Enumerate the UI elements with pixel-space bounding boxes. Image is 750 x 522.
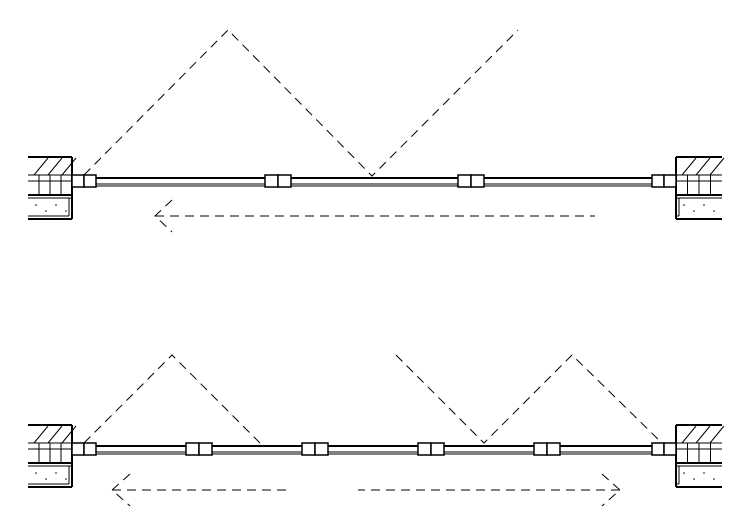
concrete-dot	[683, 472, 685, 474]
frame-mullion	[533, 442, 548, 456]
left-wall	[28, 156, 77, 220]
frame-mullion	[185, 442, 200, 456]
concrete-dot	[683, 204, 685, 206]
concrete-dot	[713, 478, 715, 480]
hatch-line	[47, 157, 63, 176]
hatch-line	[61, 157, 77, 176]
swing-path	[83, 354, 263, 446]
left-wall	[28, 424, 77, 488]
right-wall	[675, 424, 725, 488]
hatch-line	[33, 425, 49, 444]
frame-mullion	[663, 442, 677, 456]
arrow-head	[154, 199, 173, 233]
concrete-dot	[45, 210, 47, 212]
concrete-dot	[693, 478, 695, 480]
hatch-line	[681, 425, 697, 444]
hatch-line	[47, 425, 63, 444]
swing-path	[395, 354, 663, 444]
concrete-dot	[35, 204, 37, 206]
concrete-dot	[713, 210, 715, 212]
hatch-line	[695, 425, 711, 444]
frame-mullion	[663, 174, 677, 188]
frame-mullion	[314, 442, 329, 456]
concrete-dot	[65, 210, 67, 212]
concrete-dot	[35, 472, 37, 474]
frame-mullion	[546, 442, 561, 456]
arrow-head	[601, 473, 621, 507]
frame-mullion	[264, 174, 279, 188]
window-plan-1	[28, 354, 725, 507]
concrete-dot	[45, 478, 47, 480]
hatch-line	[61, 425, 77, 444]
hatch-line	[709, 425, 725, 444]
frame-mullion	[83, 442, 97, 456]
concrete-dot	[55, 204, 57, 206]
frame-mullion	[430, 442, 445, 456]
concrete-dot	[65, 478, 67, 480]
frame-mullion	[301, 442, 316, 456]
concrete-dot	[693, 210, 695, 212]
hatch-line	[709, 157, 725, 176]
concrete-dot	[703, 472, 705, 474]
right-wall	[675, 156, 725, 220]
frame-mullion	[457, 174, 472, 188]
hatch-line	[33, 157, 49, 176]
frame-mullion	[470, 174, 485, 188]
concrete-dot	[55, 472, 57, 474]
frame-mullion	[198, 442, 213, 456]
frame-mullion	[71, 442, 85, 456]
frame-mullion	[83, 174, 97, 188]
frame-mullion	[651, 442, 665, 456]
frame-mullion	[417, 442, 432, 456]
window-plan-0	[28, 29, 725, 233]
concrete-dot	[703, 204, 705, 206]
frame-mullion	[651, 174, 665, 188]
arrow-head	[111, 473, 131, 507]
swing-path	[83, 29, 519, 177]
hatch-line	[681, 157, 697, 176]
hatch-line	[695, 157, 711, 176]
frame-mullion	[71, 174, 85, 188]
frame-mullion	[277, 174, 292, 188]
